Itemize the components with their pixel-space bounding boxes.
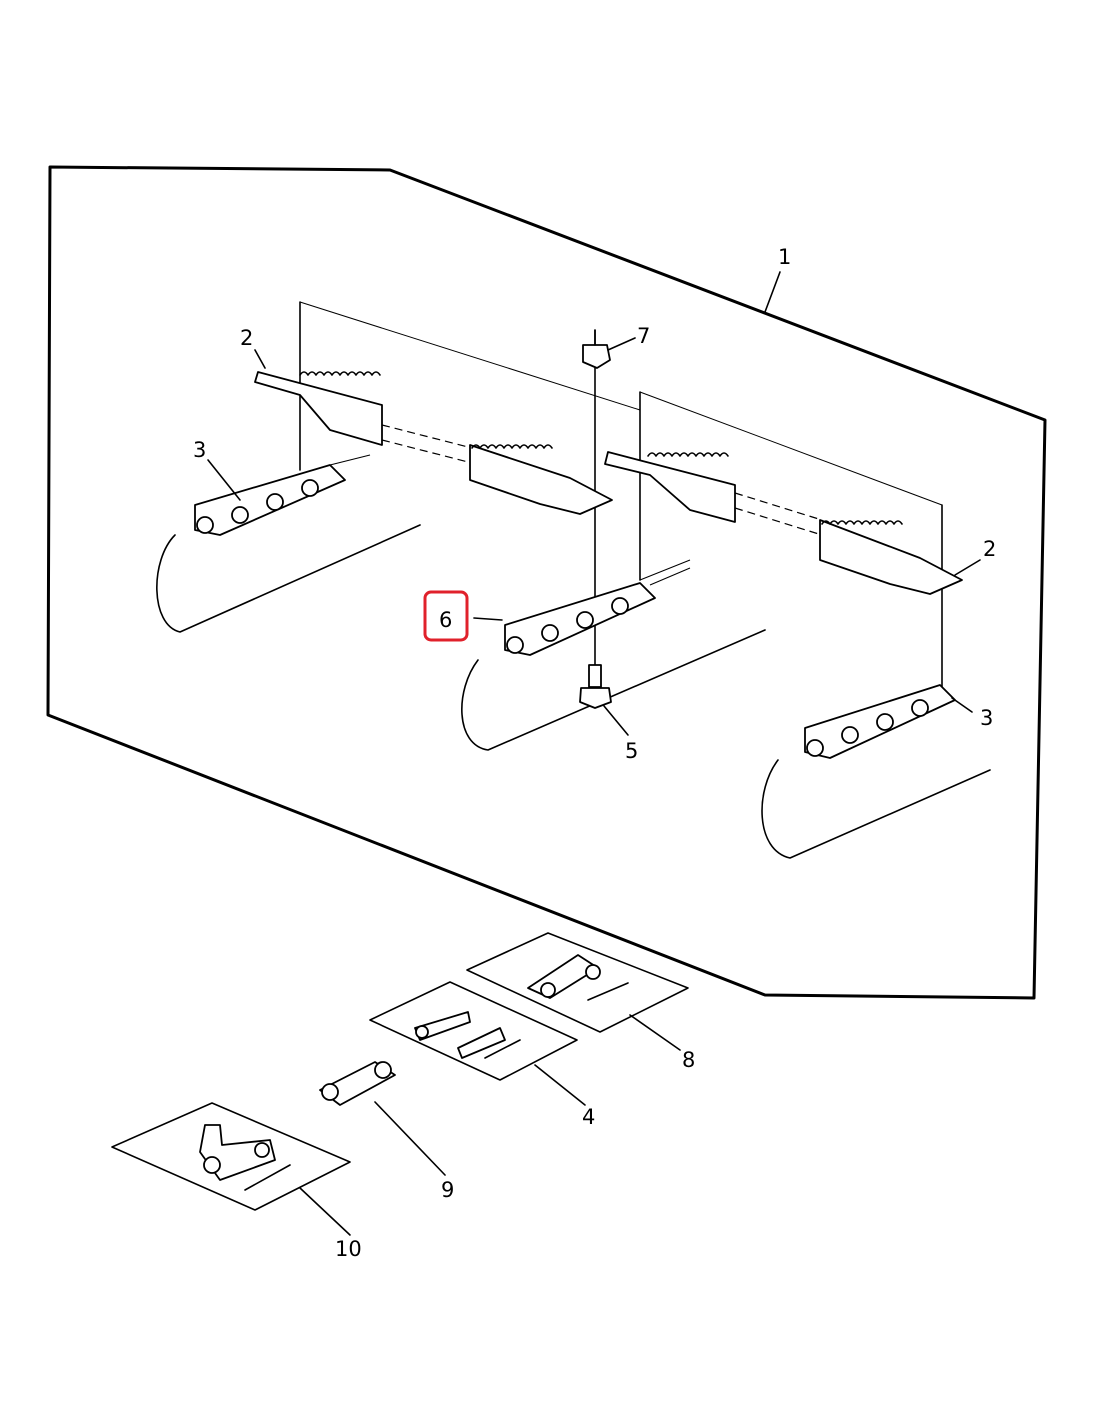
callout-6: 6	[439, 608, 452, 632]
callout-3-left: 3	[193, 438, 206, 462]
kit-panel-8	[466, 932, 689, 1033]
sprocket-bar-right	[604, 451, 963, 595]
leader-lines	[207, 271, 981, 1236]
chain-left	[156, 464, 421, 633]
kit-item-9	[319, 1061, 396, 1106]
callout-7: 7	[637, 324, 650, 348]
callout-8: 8	[682, 1048, 695, 1072]
callout-1: 1	[778, 245, 791, 269]
callout-6-highlight	[423, 590, 469, 642]
chain-right	[761, 684, 991, 859]
reference-lines	[299, 301, 943, 701]
callout-10: 10	[335, 1237, 362, 1261]
callout-4: 4	[582, 1105, 595, 1129]
callout-2-right: 2	[983, 537, 996, 561]
bolt	[579, 664, 612, 709]
callout-3-right: 3	[980, 706, 993, 730]
chain-center	[461, 567, 766, 751]
assembly-outline	[46, 165, 1047, 1000]
kit-panel-10	[111, 1102, 351, 1211]
callout-2-left: 2	[240, 326, 253, 350]
callout-labels: 1 2 2 3 3 7 6 5 8 4 9 10	[193, 245, 996, 1261]
sprocket-bar-left	[254, 371, 613, 515]
callout-5: 5	[625, 739, 638, 763]
kit-panel-4	[369, 981, 578, 1081]
nut	[582, 329, 611, 369]
callout-9: 9	[441, 1178, 454, 1202]
